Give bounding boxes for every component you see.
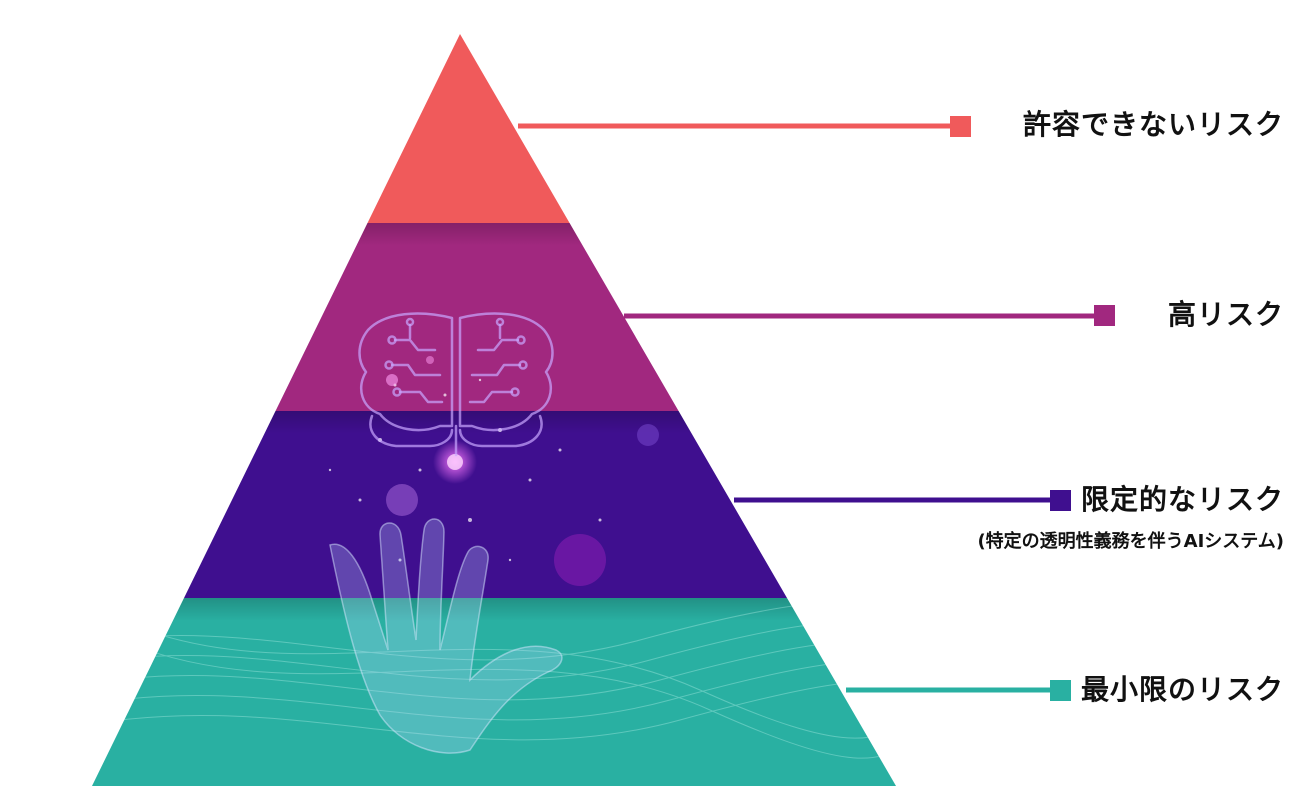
level-label-limited: 限定的なリスク <box>1080 483 1284 516</box>
level-label-unacceptable: 許容できないリスク <box>1022 108 1284 141</box>
level-label-minimal: 最小限のリスク <box>1080 673 1284 706</box>
marker-square-high <box>1094 305 1115 326</box>
brain-circuit-icon <box>358 312 554 457</box>
marker-square-unacceptable <box>950 116 971 137</box>
level-sublabel-limited: (特定の透明性義務を伴うAIシステム) <box>977 531 1284 552</box>
marker-square-minimal <box>1050 680 1071 701</box>
marker-square-limited <box>1050 490 1071 511</box>
level-label-high: 高リスク <box>1167 298 1284 331</box>
open-hand-icon <box>329 518 563 754</box>
